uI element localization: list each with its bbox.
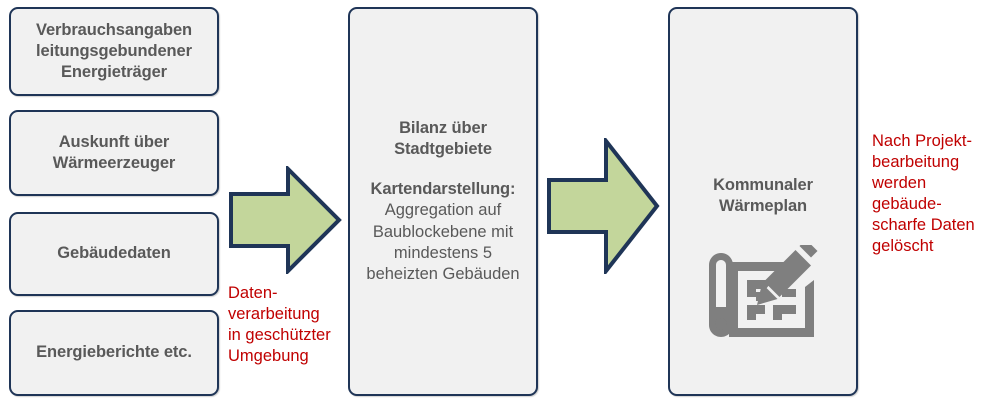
processing-detail: Aggregation auf Baublockebene mit mindes… xyxy=(366,201,520,283)
input-box-label: Gebäudedaten xyxy=(57,244,171,263)
note-loeschung: Nach Projekt- bearbeitung werden gebäude… xyxy=(872,132,975,255)
output-box-kommunaler-waermeplan[interactable]: Kommunaler Wärmeplan xyxy=(668,7,858,396)
arrow-processing-to-output-icon xyxy=(546,135,660,277)
processing-box-bilanz[interactable]: Bilanz über Stadtgebiete Kartendarstellu… xyxy=(348,7,538,396)
input-box-label: Energieberichte etc. xyxy=(36,343,192,362)
arrow-inputs-to-processing-icon xyxy=(228,164,342,276)
input-box-label: Auskunft über Wärmeerzeuger xyxy=(52,132,176,172)
blueprint-pencil-icon xyxy=(707,239,819,345)
input-box-label: Verbrauchsangaben leitungsgebundener Ene… xyxy=(35,20,193,82)
input-box-gebaeudedaten[interactable]: Gebäudedaten xyxy=(9,212,219,296)
processing-heading: Bilanz über Stadtgebiete xyxy=(394,119,492,159)
processing-subheading: Kartendarstellung: xyxy=(370,180,516,199)
input-box-verbrauchsangaben[interactable]: Verbrauchsangaben leitungsgebundener Ene… xyxy=(9,7,219,96)
input-box-auskunft[interactable]: Auskunft über Wärmeerzeuger xyxy=(9,110,219,196)
output-label: Kommunaler Wärmeplan xyxy=(713,176,813,216)
note-datenverarbeitung: Daten- verarbeitung in geschützter Umgeb… xyxy=(228,284,331,365)
input-box-energieberichte[interactable]: Energieberichte etc. xyxy=(9,310,219,396)
